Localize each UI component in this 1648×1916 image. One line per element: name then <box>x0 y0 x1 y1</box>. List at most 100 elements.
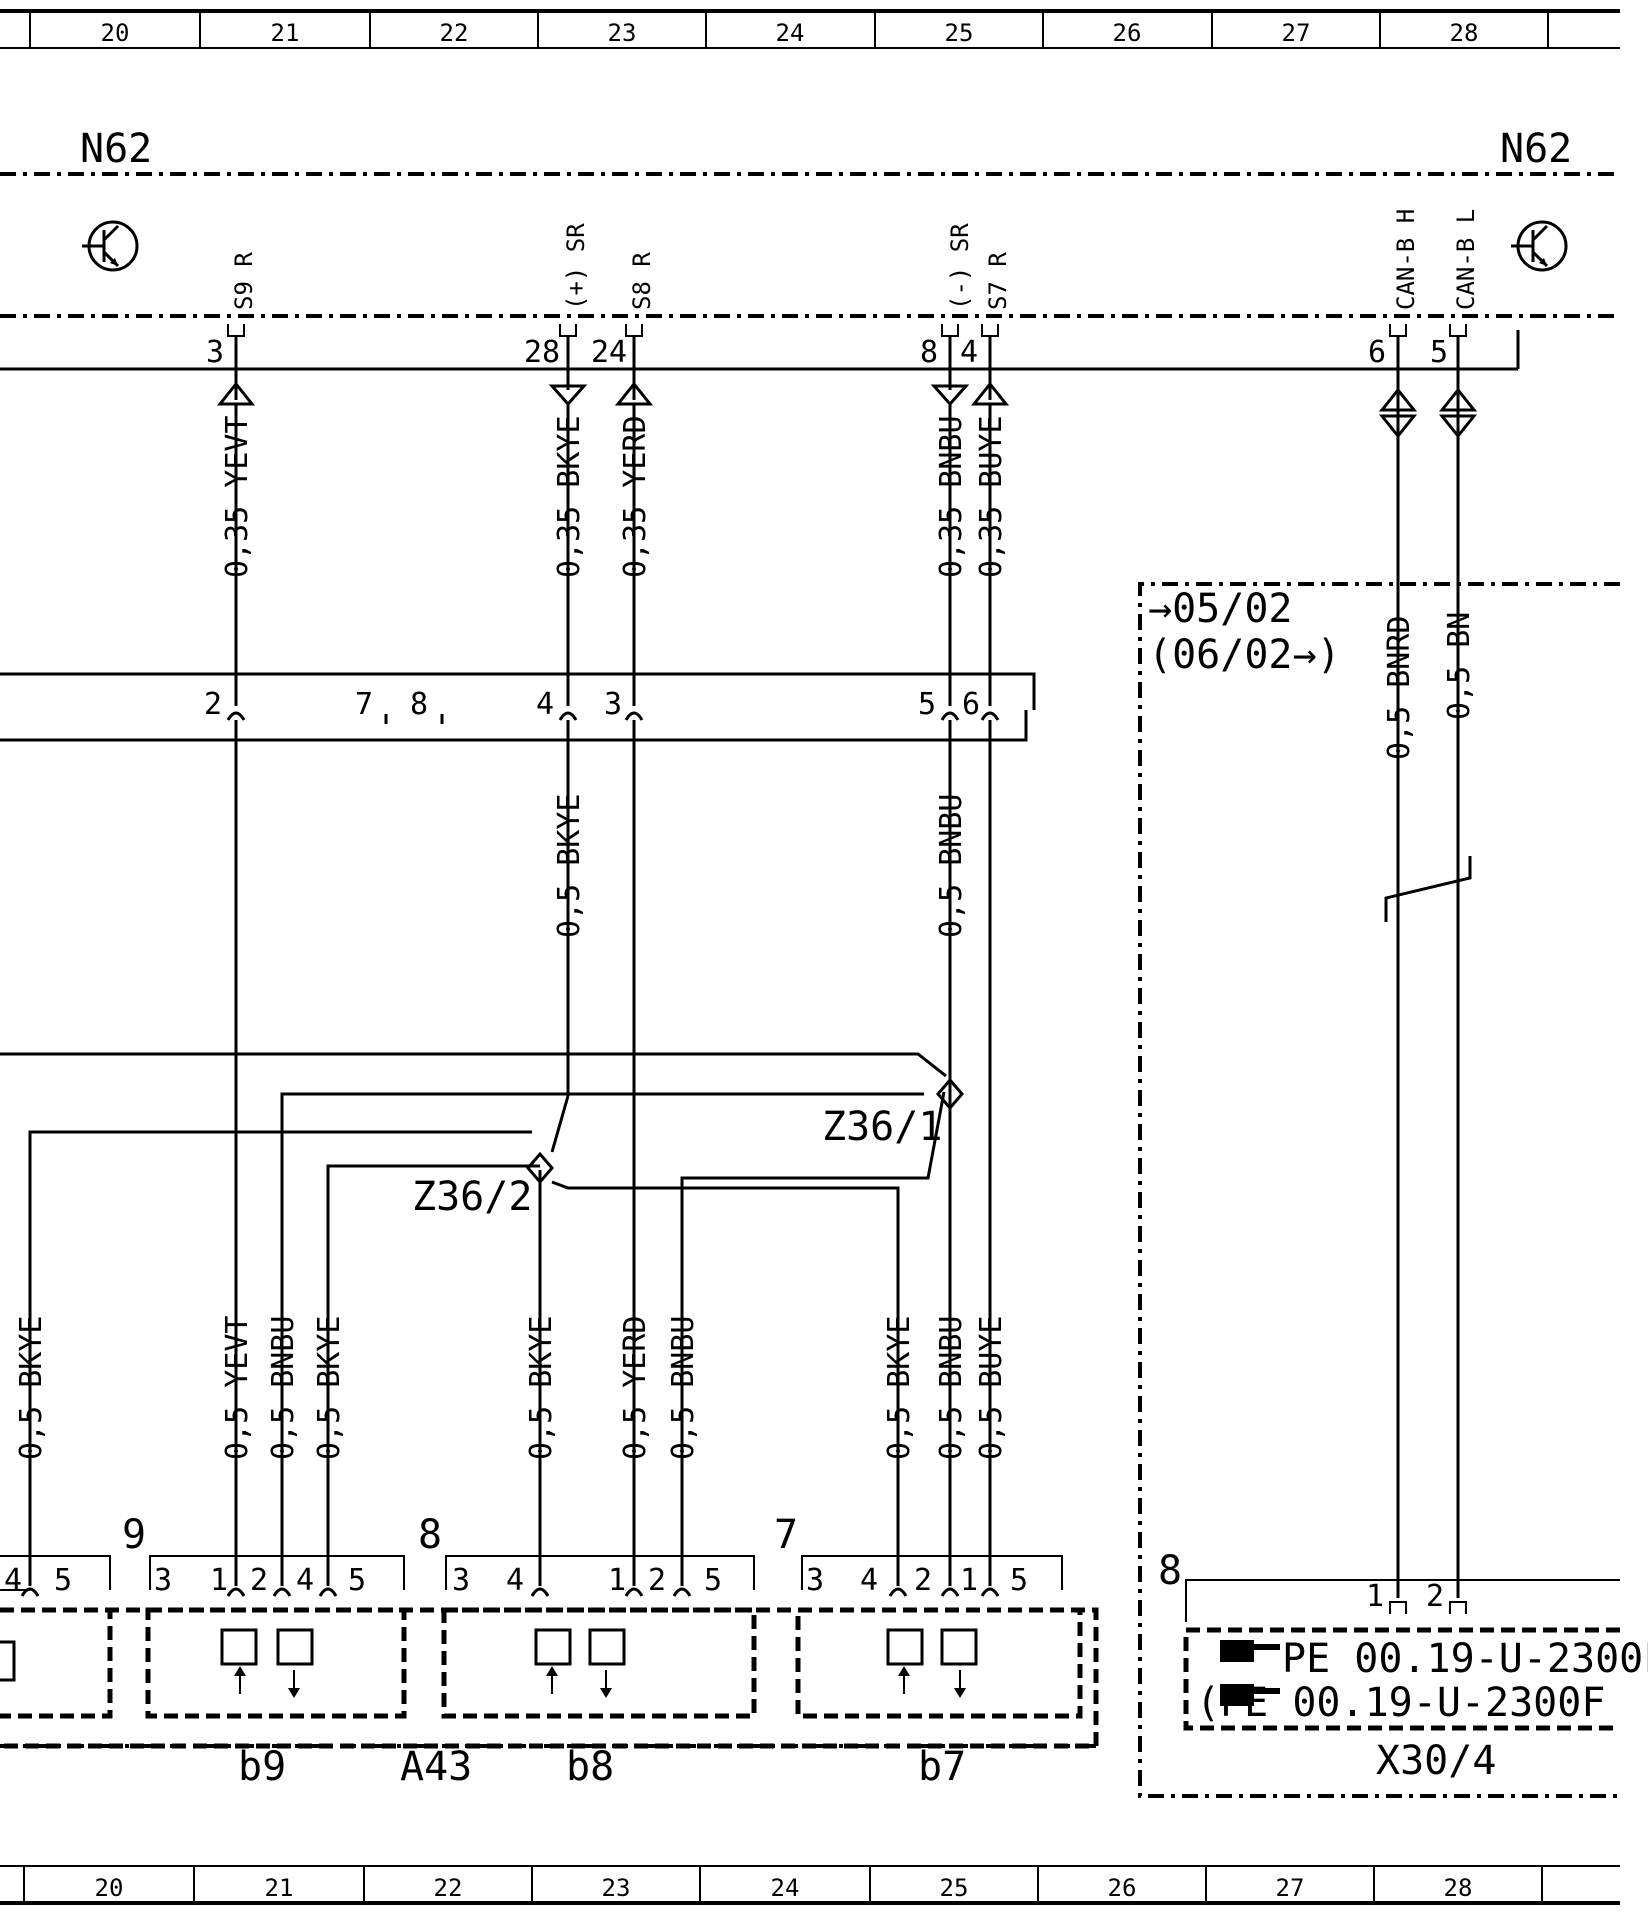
pin-8: 8 <box>920 335 938 370</box>
ruler-top-22: 22 <box>440 19 469 47</box>
conn-pin-2: 2 <box>204 687 222 722</box>
wire-label-bnbu-05-upper: 0,5 BNBU <box>934 794 969 939</box>
switch-icon <box>886 1628 924 1666</box>
ruler-top-28: 28 <box>1450 19 1479 47</box>
conn-pin-7: 7 <box>355 687 373 722</box>
pin-28: 28 <box>524 335 560 370</box>
switch-icon <box>940 1628 978 1666</box>
ruler-bottom-26: 26 <box>1108 1874 1137 1902</box>
wire-label-yevt-035: 0,35 YEVT <box>220 415 255 578</box>
conn-pin-4: 4 <box>536 687 554 722</box>
b8-label: b8 <box>566 1744 614 1790</box>
valid-until-note: (06/02→) <box>1148 632 1341 678</box>
b7-position-7: 7 <box>774 1512 798 1558</box>
left-pin-4: 4 <box>4 1563 22 1598</box>
switch-icon <box>534 1628 572 1666</box>
reference-pe-2: (PE 00.19-U-2300F <box>1196 1680 1605 1726</box>
switch-icon <box>220 1628 258 1666</box>
ruler-bottom-27: 27 <box>1276 1874 1305 1902</box>
ruler-top-23: 23 <box>608 19 637 47</box>
x30-4-label: X30/4 <box>1376 1738 1496 1784</box>
n62-label-left: N62 <box>80 126 152 172</box>
ruler-bottom-21: 21 <box>265 1874 294 1902</box>
pointing-hand-icon <box>1220 1684 1280 1706</box>
left-pin-5: 5 <box>54 1563 72 1598</box>
reference-pe-1: PE 00.19-U-2300F <box>1282 1636 1648 1682</box>
pin-5: 5 <box>1430 335 1448 370</box>
b7-pin-2: 2 <box>914 1563 932 1598</box>
b9-pin-3: 3 <box>154 1563 172 1598</box>
x30-position-8: 8 <box>1158 1548 1182 1594</box>
x30-pin-1: 1 <box>1366 1579 1384 1614</box>
conn-pin-3: 3 <box>604 687 622 722</box>
b8-pin-3: 3 <box>452 1563 470 1598</box>
n62-control-unit: N62 N62 S9 R (+) SR S8 R (-) SR S7 <box>0 126 1620 371</box>
wire-label-bkye-05-a: 0,5 BKYE <box>14 1316 49 1461</box>
b8-pin-4: 4 <box>506 1563 524 1598</box>
switch-b8: 8 3 4 1 2 5 A43 b8 <box>400 1512 757 1790</box>
ruler-bottom-25: 25 <box>940 1874 969 1902</box>
b9-position-9: 9 <box>122 1512 146 1558</box>
ruler-bottom-22: 22 <box>434 1874 463 1902</box>
x30-pin-2: 2 <box>1426 1579 1444 1614</box>
bottom-ruler: 20 21 22 23 24 25 26 27 28 <box>0 1865 1620 1905</box>
b7-pin-5: 5 <box>1010 1563 1028 1598</box>
a43-label: A43 <box>400 1744 472 1790</box>
pin-4: 4 <box>960 335 978 370</box>
splice-label-z36-2: Z36/2 <box>412 1174 532 1220</box>
transistor-icon <box>1511 220 1568 272</box>
signal-sr-minus: (-) SR <box>946 223 974 310</box>
b8-pin-1: 1 <box>608 1563 626 1598</box>
wire-label-buye-035: 0,35 BUYE <box>974 415 1009 578</box>
ruler-top-21: 21 <box>271 19 300 47</box>
top-ruler: 20 21 22 23 24 25 26 27 28 <box>0 9 1620 49</box>
pin-6: 6 <box>1368 335 1386 370</box>
switch-icon <box>276 1628 314 1666</box>
b9-pin-5: 5 <box>348 1563 366 1598</box>
b7-label: b7 <box>918 1744 966 1790</box>
signal-sr-plus: (+) SR <box>562 223 590 310</box>
splice-label-z36-1: Z36/1 <box>822 1104 942 1150</box>
intermediate-connector: 2 7 8 4 3 5 6 <box>0 672 1036 742</box>
conn-pin-6: 6 <box>962 687 980 722</box>
wire-label-bkye-05-d: 0,5 BKYE <box>882 1316 917 1461</box>
switch-b9: 9 3 1 2 4 5 b9 <box>122 1512 407 1790</box>
splice-z36-2-icon <box>526 1151 554 1185</box>
wire-label-bnrd-05: 0,5 BNRD <box>1382 616 1417 761</box>
b9-pin-1: 1 <box>210 1563 228 1598</box>
ruler-top-24: 24 <box>776 19 805 47</box>
b7-pin-4: 4 <box>860 1563 878 1598</box>
ruler-top-27: 27 <box>1282 19 1311 47</box>
b8-pin-5: 5 <box>704 1563 722 1598</box>
n62-connector-pins <box>216 324 1478 582</box>
wire-label-yevt-05: 0,5 YEVT <box>220 1316 255 1461</box>
ruler-top-20: 20 <box>101 19 130 47</box>
wire-label-bnbu-05-c: 0,5 BNBU <box>934 1316 969 1461</box>
wire-label-bnbu-05-a: 0,5 BNBU <box>266 1316 301 1461</box>
valid-from-note: →05/02 <box>1148 586 1293 632</box>
b9-pin-4: 4 <box>296 1563 314 1598</box>
switch-icon <box>588 1628 626 1666</box>
b8-position-8: 8 <box>418 1512 442 1558</box>
switch-b7: 7 3 4 2 1 5 b7 <box>774 1512 1083 1790</box>
signal-s8: S8 R <box>628 252 656 310</box>
b9-label: b9 <box>238 1744 286 1790</box>
ruler-top-26: 26 <box>1113 19 1142 47</box>
wire-label-bkye-035: 0,35 BKYE <box>552 415 587 578</box>
ruler-top-25: 25 <box>945 19 974 47</box>
conn-pin-5: 5 <box>918 687 936 722</box>
pin-24: 24 <box>591 335 627 370</box>
wire-label-bnbu-035: 0,35 BNBU <box>934 415 969 578</box>
pointing-hand-icon <box>1220 1640 1280 1662</box>
wire-label-bn-05: 0,5 BN <box>1442 612 1477 720</box>
b7-pin-3: 3 <box>806 1563 824 1598</box>
ruler-bottom-23: 23 <box>602 1874 631 1902</box>
n62-label-right: N62 <box>1500 126 1572 172</box>
b7-pin-1: 1 <box>960 1563 978 1598</box>
wire-label-yerd-035: 0,35 YERD <box>618 415 653 578</box>
lower-wire-labels: 0,5 BKYE 0,5 YEVT 0,5 BNBU 0,5 BKYE 0,5 … <box>14 1316 1009 1461</box>
conn-pin-8: 8 <box>410 687 428 722</box>
pin-3: 3 <box>206 335 224 370</box>
ruler-bottom-20: 20 <box>95 1874 124 1902</box>
